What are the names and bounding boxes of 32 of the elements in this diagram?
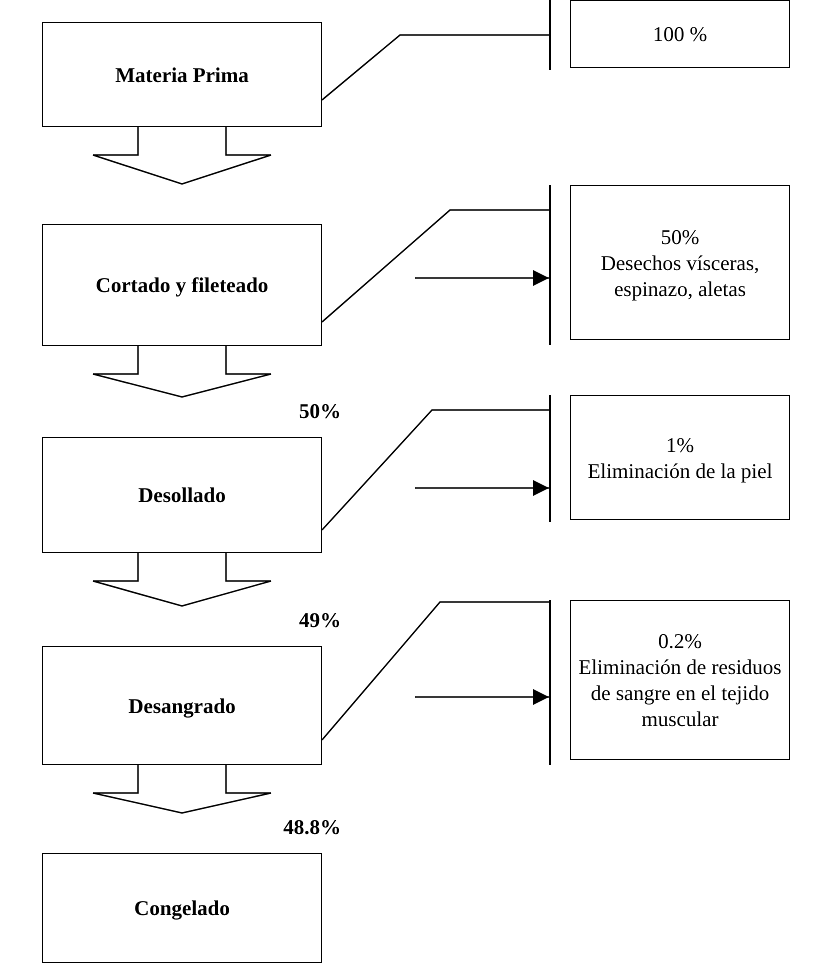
block-arrow — [92, 344, 272, 398]
result-box — [570, 395, 790, 520]
block-arrow — [92, 125, 272, 185]
step-label: Materia Prima — [114, 62, 250, 88]
arrow — [415, 270, 549, 286]
step-label: Congelado — [133, 895, 231, 921]
connector-line — [321, 409, 549, 530]
result-text: Eliminación de la piel — [586, 458, 774, 484]
percentage-label: 50% — [660, 224, 700, 250]
result-box — [570, 0, 790, 68]
arrow — [415, 689, 549, 705]
step-label: Desangrado — [127, 692, 237, 718]
arrow — [415, 480, 549, 496]
step-label: Desollado — [137, 482, 227, 508]
step-label: Cortado y fileteado — [94, 272, 270, 298]
connector-line — [322, 209, 549, 323]
process-box — [42, 22, 322, 127]
result-text: Desechos vísceras, espinazo, aletas — [600, 250, 760, 302]
process-box — [42, 224, 322, 346]
block-arrow — [92, 551, 272, 607]
percentage-label: 50% — [299, 398, 341, 424]
connector-line — [322, 34, 549, 101]
percentage-label: 49% — [299, 607, 341, 633]
result-text: 100 % — [652, 21, 708, 47]
percentage-label: 0.2% — [657, 628, 703, 654]
result-box — [570, 600, 790, 760]
percentage-label: 1% — [665, 432, 695, 458]
connector-line — [321, 601, 549, 740]
result-text: Eliminación de residuos de sangre en el tejido muscular — [578, 654, 782, 732]
block-arrow — [92, 763, 272, 814]
percentage-label: 48.8% — [283, 814, 341, 840]
result-box — [570, 185, 790, 340]
